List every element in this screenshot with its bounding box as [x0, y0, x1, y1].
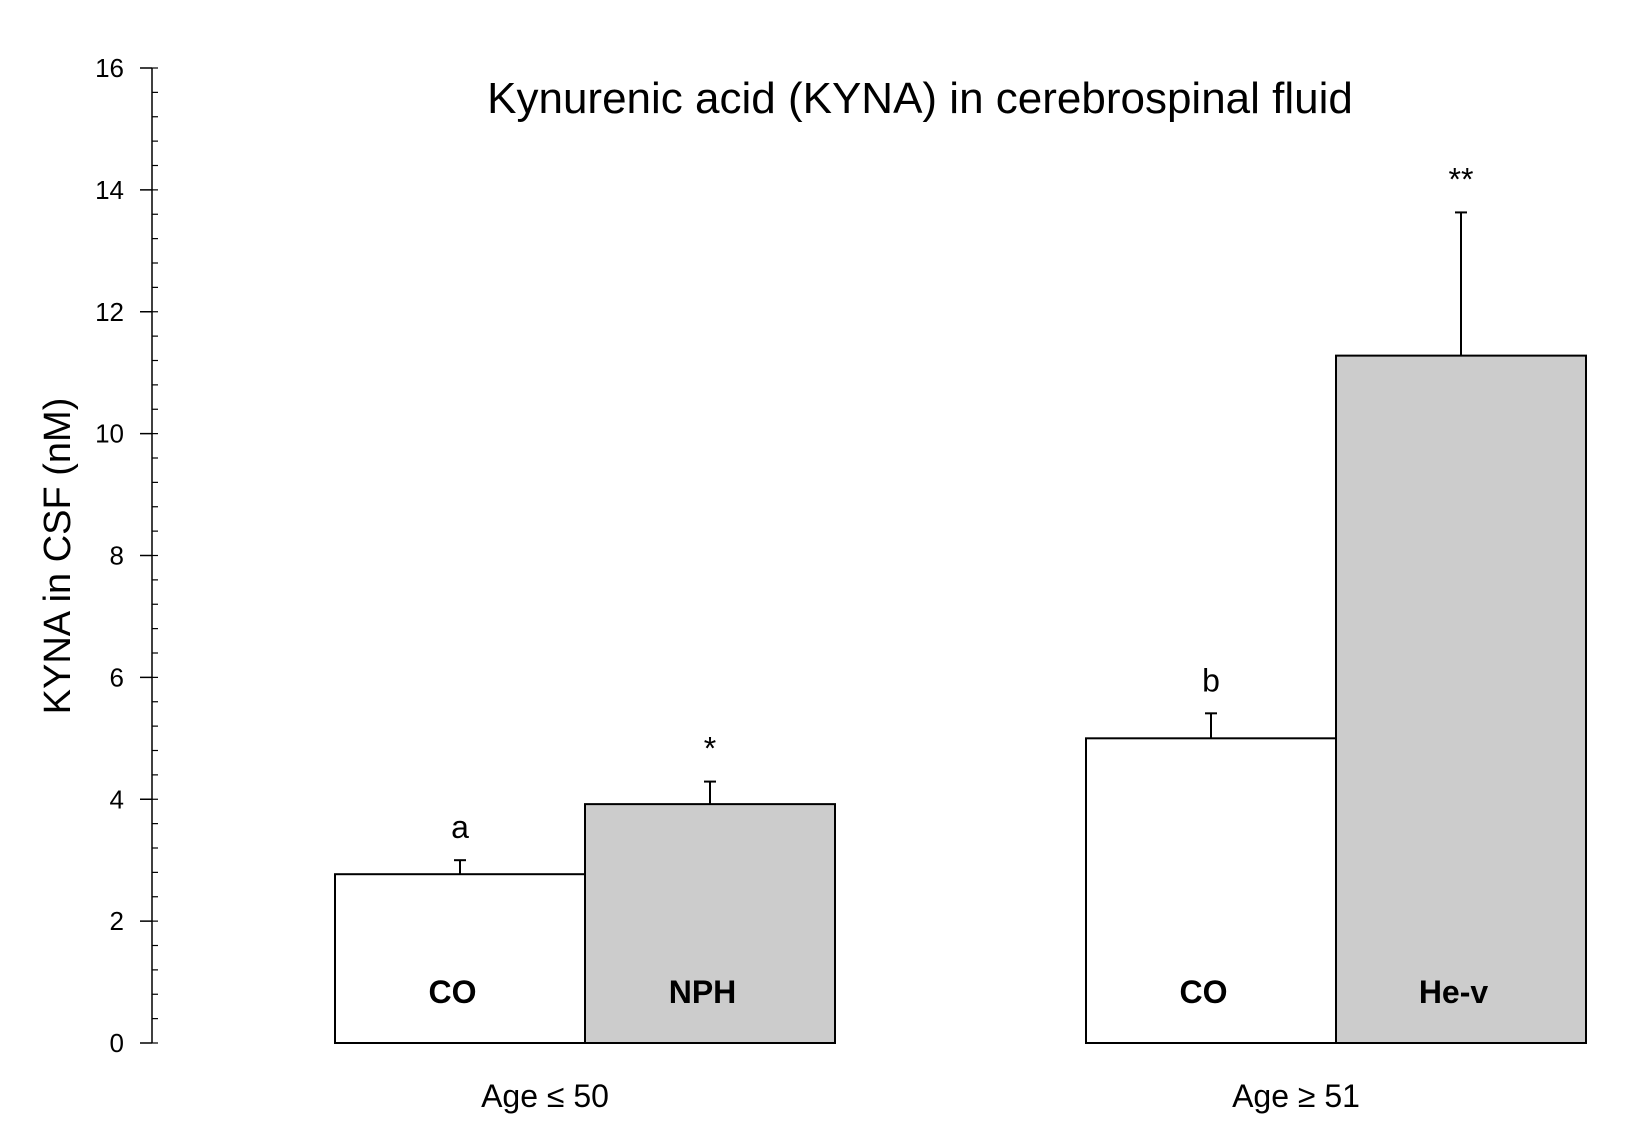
y-tick-label: 14: [95, 175, 124, 205]
bar-label: CO: [1180, 974, 1228, 1010]
significance-annotation: b: [1202, 662, 1220, 698]
significance-annotation: **: [1449, 161, 1474, 197]
y-tick-label: 0: [110, 1028, 124, 1058]
bar-label: CO: [429, 974, 477, 1010]
bar-label: He-v: [1419, 974, 1489, 1010]
bar: [1085, 737, 1337, 1044]
bar: [584, 803, 836, 1044]
y-tick-label: 6: [110, 662, 124, 692]
significance-annotation: *: [704, 731, 716, 767]
y-tick-label: 8: [110, 541, 124, 571]
bar: [1335, 354, 1587, 1044]
y-tick-label: 16: [95, 53, 124, 83]
y-tick-label: 10: [95, 419, 124, 449]
x-category-label: Age ≥ 51: [1232, 1078, 1360, 1114]
y-tick-label: 4: [110, 784, 124, 814]
significance-annotation: a: [451, 809, 469, 845]
bar: [334, 873, 586, 1044]
y-tick-label: 12: [95, 297, 124, 327]
y-axis: 0 2 4 6 8 10 12 14 16: [95, 53, 158, 1058]
x-category-label: Age ≤ 50: [481, 1078, 609, 1114]
chart-title: Kynurenic acid (KYNA) in cerebrospinal f…: [487, 74, 1353, 123]
bars: [334, 211, 1587, 1044]
bar-label: NPH: [669, 974, 737, 1010]
y-tick-label: 2: [110, 906, 124, 936]
y-axis-label: KYNA in CSF (nM): [37, 398, 79, 715]
